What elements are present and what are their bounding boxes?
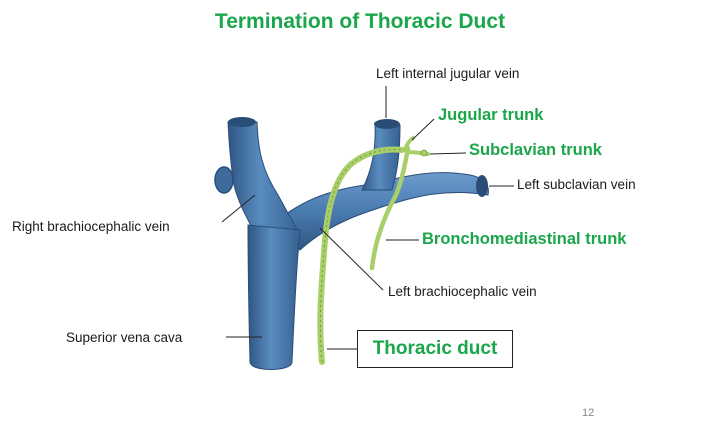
- leader-subclavian-trunk: [429, 152, 467, 155]
- leader-lines: [221, 86, 514, 350]
- left-subclavian-opening: [476, 175, 488, 197]
- label-thoracic-duct: Thoracic duct: [357, 330, 513, 368]
- superior-vena-cava-shape: [247, 224, 301, 370]
- label-bronchomediastinal-trunk: Bronchomediastinal trunk: [422, 230, 627, 248]
- label-subclavian-trunk: Subclavian trunk: [469, 141, 602, 159]
- label-jugular-trunk: Jugular trunk: [438, 106, 544, 124]
- label-superior-vena-cava: Superior vena cava: [66, 330, 183, 345]
- leader-left-brachiocephalic: [319, 227, 384, 291]
- label-left-internal-jugular-vein: Left internal jugular vein: [376, 66, 520, 81]
- leader-jugular-trunk: [411, 118, 435, 141]
- right-side-branch-opening: [214, 166, 234, 194]
- bronchomediastinal-trunk-shape: [369, 145, 411, 271]
- page-number: 12: [582, 407, 595, 419]
- leader-right-brachiocephalic: [221, 194, 256, 223]
- slide-title: Termination of Thoracic Duct: [214, 10, 506, 33]
- jugular-trunk-shape: [403, 136, 415, 152]
- right-brachiocephalic-opening: [228, 117, 256, 127]
- label-left-subclavian-vein: Left subclavian vein: [517, 177, 636, 192]
- left-jugular-opening: [374, 119, 400, 129]
- label-right-brachiocephalic-vein: Right brachiocephalic vein: [12, 219, 170, 234]
- left-internal-jugular-shape: [361, 124, 401, 191]
- label-left-brachiocephalic-vein: Left brachiocephalic vein: [388, 284, 537, 299]
- lymphatic-ducts: [317, 136, 430, 365]
